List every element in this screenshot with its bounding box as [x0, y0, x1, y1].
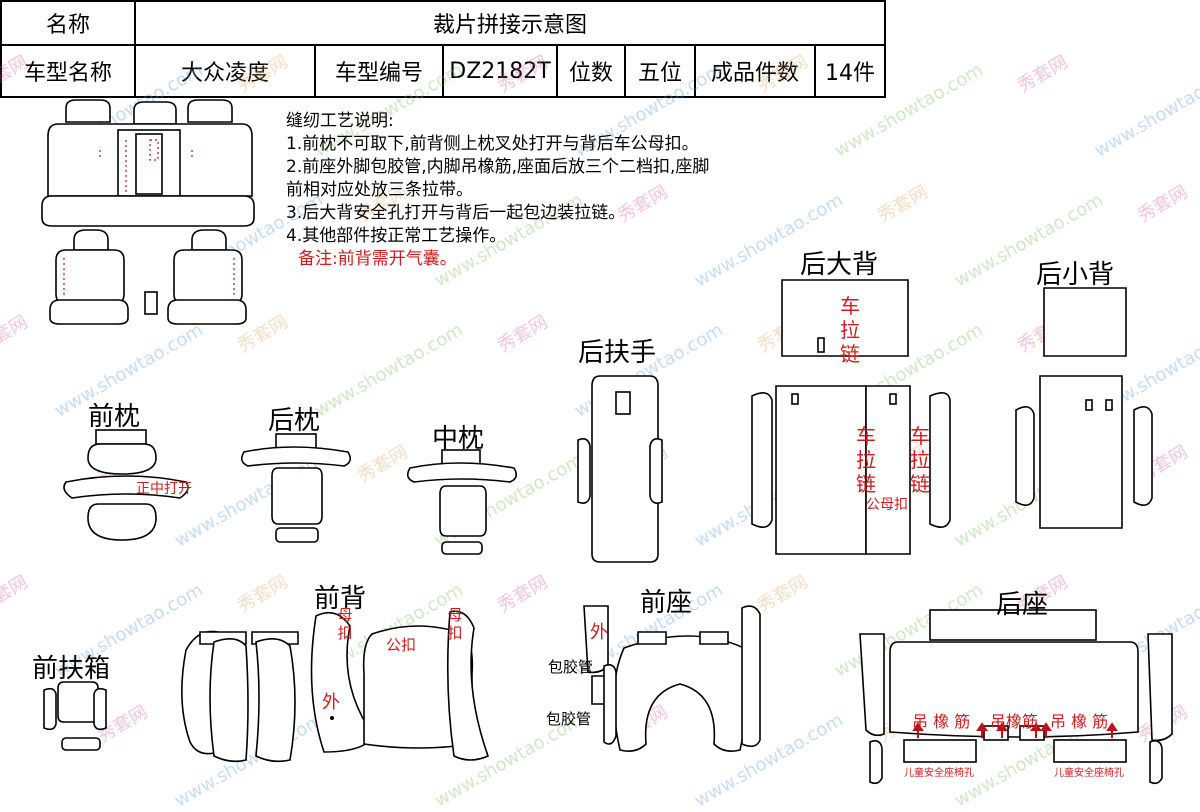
rear-seat-pieces — [859, 609, 1173, 785]
label-rear-pillow: 后枕 — [268, 406, 321, 436]
model-code-value: DZ2182T — [449, 58, 551, 84]
annotation-female-snap-left: 母扣 — [337, 606, 353, 642]
label-rear-armrest: 后扶手 — [578, 338, 657, 368]
note-item-5: 4.其他部件按正常工艺操作。 — [286, 226, 507, 246]
name-label: 名称 — [45, 13, 90, 38]
label-rear-small-back: 后小背 — [1036, 260, 1115, 290]
front-seat-pieces — [583, 605, 761, 752]
rear-armrest-pieces — [577, 375, 663, 563]
seats-label: 位数 — [568, 61, 613, 86]
annotation-zipper-top: 车拉链 — [840, 294, 860, 366]
model-code-label-cell: 车型编号 — [314, 44, 444, 98]
label-front-back: 前背 — [314, 584, 367, 614]
note-item-1: 1.前枕不可取下,前背侧上枕叉处打开与背后车公母扣。 — [286, 134, 699, 154]
sewing-notes: 缝纫工艺说明: 1.前枕不可取下,前背侧上枕叉处打开与背后车公母扣。 2.前座外… — [286, 110, 709, 271]
pieces-value: 14件 — [825, 61, 875, 86]
note-item-3: 前相对应处放三条拉带。 — [286, 180, 473, 200]
front-armbox-pieces — [43, 681, 107, 751]
seat-overview-illustration — [41, 99, 255, 325]
annotation-elastic-3: 吊 橡 筋 — [1050, 712, 1109, 731]
annotation-zipper-left: 车拉链 — [856, 424, 876, 496]
label-front-armbox: 前扶箱 — [32, 654, 111, 684]
annotation-zipper-right: 车拉链 — [910, 424, 930, 496]
note-remark: 备注:前背需开气囊。 — [298, 249, 457, 269]
middle-pillow-pieces — [406, 449, 518, 555]
rear-small-back-pieces — [1015, 287, 1153, 529]
label-rear-seat: 后座 — [996, 590, 1049, 620]
pieces-value-cell: 14件 — [814, 44, 886, 98]
annotation-snap: 公母扣 — [866, 497, 908, 513]
pieces-label: 成品件数 — [710, 61, 799, 86]
model-code-value-cell: DZ2182T — [442, 44, 558, 98]
rear-big-back-pieces — [751, 279, 951, 555]
sheet-title: 裁片拼接示意图 — [432, 13, 587, 38]
annotation-outside-back: 外 — [322, 692, 340, 713]
annotation-male-snap: 公扣 — [386, 636, 417, 654]
annotation-elastic-1: 吊 橡 筋 — [912, 712, 971, 731]
annotation-elastic-2: 吊橡筋 — [990, 712, 1039, 731]
label-front-seat: 前座 — [640, 588, 693, 618]
rear-pillow-pieces — [240, 433, 352, 543]
model-name-label: 车型名称 — [23, 61, 112, 86]
pieces-label-cell: 成品件数 — [694, 44, 816, 98]
annotation-outside-seat: 外 — [590, 622, 608, 643]
annotation-safety-hole-left: 儿童安全座椅孔 — [904, 768, 974, 779]
label-middle-pillow: 中枕 — [432, 424, 485, 454]
model-code-label: 车型编号 — [334, 61, 423, 86]
annotation-rubber-tube-2: 包胶管 — [546, 710, 592, 728]
front-back-pieces — [181, 610, 490, 763]
label-front-pillow: 前枕 — [88, 402, 141, 432]
label-rear-big-back: 后大背 — [800, 250, 879, 280]
model-name-label-cell: 车型名称 — [0, 44, 136, 98]
note-item-2: 2.前座外脚包胶管,内脚吊橡筋,座面后放三个二档扣,座脚 — [286, 157, 710, 177]
annotation-rubber-tube-1: 包胶管 — [548, 658, 594, 676]
model-name-value: 大众凌度 — [180, 61, 269, 86]
annotation-center-open: 正中打开 — [136, 481, 192, 497]
notes-title: 缝纫工艺说明: — [286, 111, 394, 131]
annotation-safety-hole-right: 儿童安全座椅孔 — [1054, 768, 1124, 779]
annotation-female-snap-right: 母扣 — [447, 606, 463, 642]
front-pillow-pieces — [63, 429, 189, 541]
seats-value: 五位 — [637, 61, 682, 86]
note-item-4: 3.后大背安全孔打开与背后一起包边装拉链。 — [286, 203, 626, 223]
